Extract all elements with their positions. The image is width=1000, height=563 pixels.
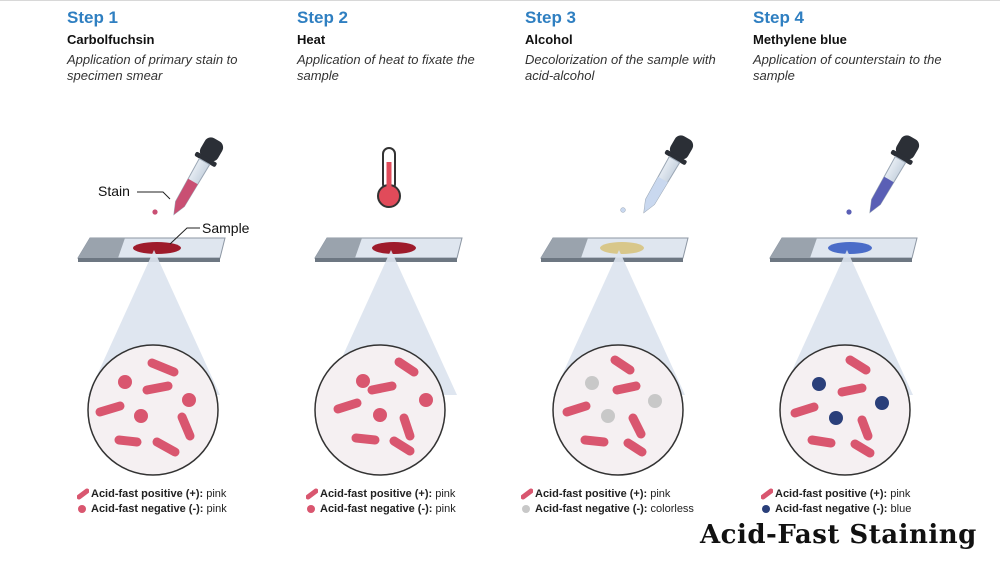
legend-label: Acid-fast negative (-): [91,503,204,515]
dropper-icon [173,137,224,216]
figure-caption: Acid-Fast Staining [700,520,977,550]
step-title: Step 1 [67,8,119,27]
sample-label: Sample [202,220,250,236]
slide [769,237,918,262]
step-name: Carbolfuchsin [67,32,155,47]
slide [314,237,463,262]
step-2-art [314,147,463,476]
legend-value: colorless [650,503,694,515]
thermometer-icon [377,147,401,208]
step-name: Methylene blue [753,32,847,47]
legend-value: pink [206,488,227,500]
legend-label: Acid-fast negative (-): [775,503,888,515]
magnified-view [779,344,911,476]
top-divider [0,0,1000,1]
legend-label: Acid-fast negative (-): [535,503,648,515]
step-title: Step 3 [525,8,577,27]
legend-label: Acid-fast positive (+): [91,488,204,500]
legend-label: Acid-fast negative (-): [320,503,433,515]
slide [540,237,689,262]
step-1: Step 1 Carbolfuchsin Application of prim… [67,0,297,563]
sample-smear [133,242,181,254]
legend-label: Acid-fast positive (+): [320,488,433,500]
rod-icon [761,488,773,500]
rod-icon [306,488,318,500]
legend-value: pink [890,488,911,500]
stain-drop [152,209,158,215]
coccus-icon [78,505,86,513]
rod-icon [521,488,533,500]
magnified-view [314,344,446,476]
legend-value: pink [206,503,227,515]
step-3: Step 3 Alcohol Decolorization of the sam… [525,0,755,563]
coccus-icon [762,505,770,513]
dropper-icon [869,135,920,214]
sample-smear [372,242,416,254]
slide [77,237,226,262]
step-4-art [769,135,920,476]
coccus-icon [522,505,530,513]
step-name: Heat [297,32,326,47]
step-3-art [540,135,694,476]
rod-icon [77,488,89,500]
step-description: Application of heat to fixate the sample [297,52,475,83]
magnified-view [87,344,219,476]
step-4: Step 4 Methylene blue Application of cou… [753,0,983,563]
dropper-icon [643,135,694,214]
legend-value: blue [890,503,912,515]
step-title: Step 2 [297,8,349,27]
legend-label: Acid-fast positive (+): [775,488,888,500]
step-2: Step 2 Heat Application of heat to fixat… [297,0,527,563]
step-description: Application of primary stain to specimen… [67,52,238,83]
sample-smear [600,242,644,254]
legend-label: Acid-fast positive (+): [535,488,648,500]
legend-value: pink [435,503,456,515]
sample-smear [828,242,872,254]
step-name: Alcohol [525,32,573,47]
coccus-icon [307,505,315,513]
step-title: Step 4 [753,8,805,27]
step-description: Decolorization of the sample with acid-a… [525,52,716,83]
step-1-art [77,137,226,476]
magnified-view [552,344,684,476]
legend-value: pink [435,488,456,500]
stain-label: Stain [98,183,130,199]
legend-value: pink [650,488,671,500]
step-description: Application of counterstain to the sampl… [753,52,942,83]
